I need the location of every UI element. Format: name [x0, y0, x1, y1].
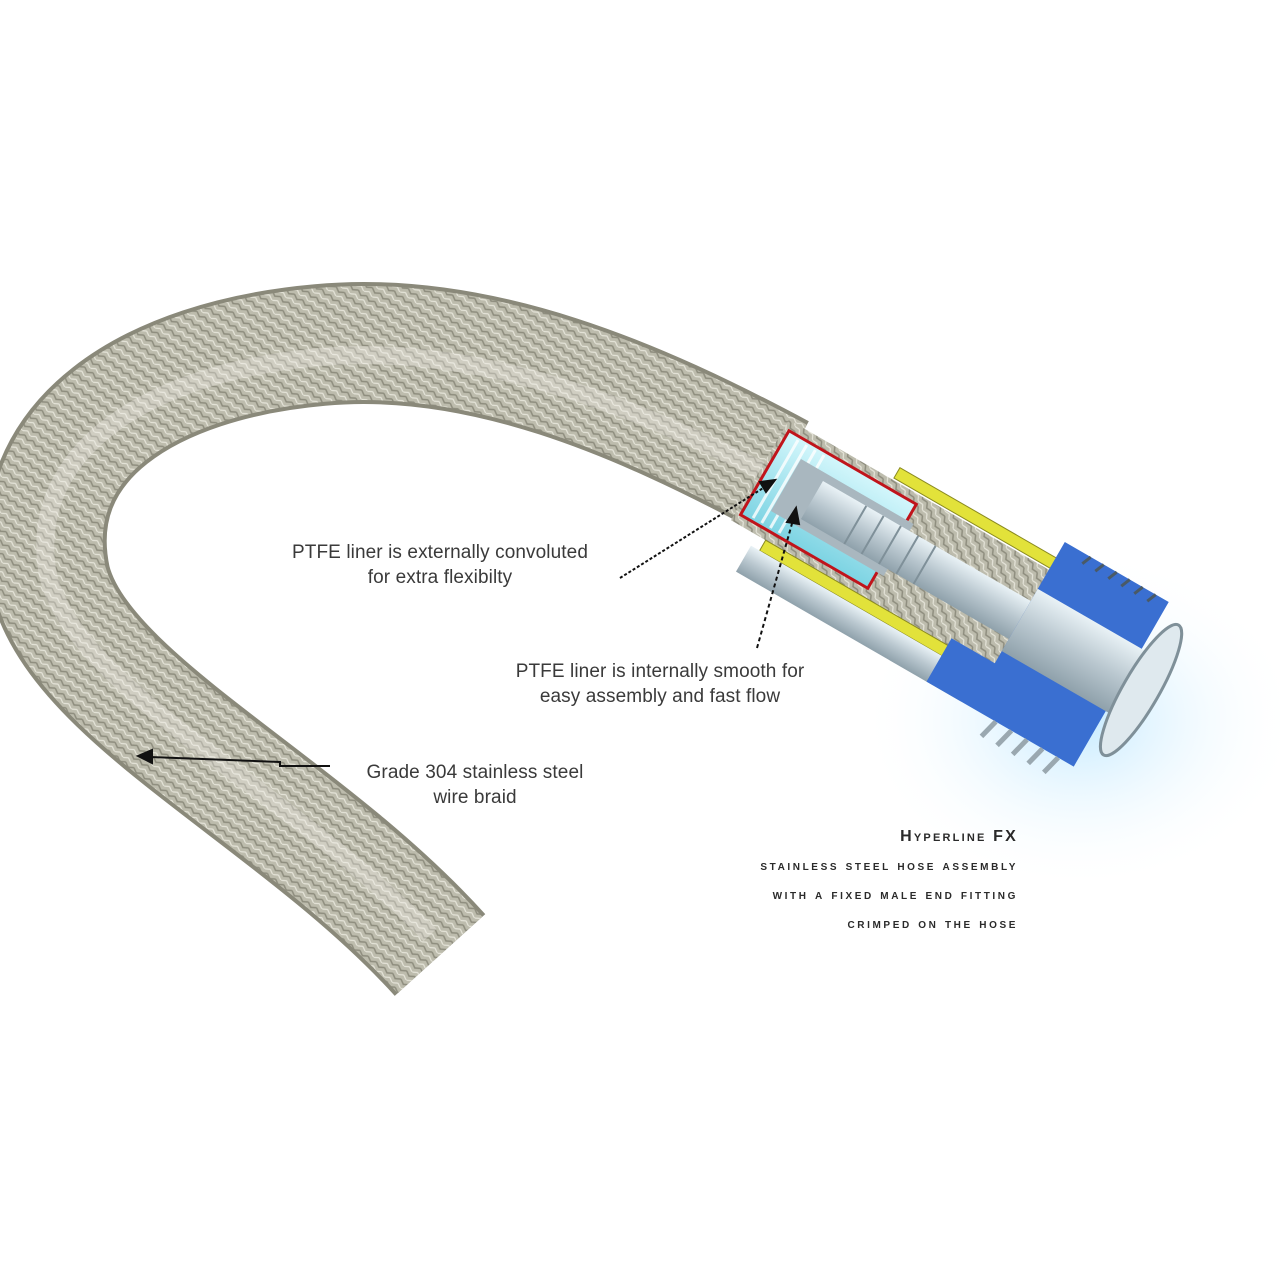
- callout-line: easy assembly and fast flow: [539, 686, 781, 707]
- callout-line: PTFE liner is externally convoluted: [291, 542, 588, 563]
- caption-line: with a fixed male end fitting: [772, 886, 1018, 902]
- callout-internal-smooth: PTFE liner is internally smooth for easy…: [475, 659, 845, 709]
- caption-line: stainless steel hose assembly: [760, 857, 1018, 873]
- callout-wire-braid: Grade 304 stainless steel wire braid: [335, 760, 615, 810]
- callout-line: PTFE liner is internally smooth for: [515, 661, 805, 682]
- arrow-internal-smooth: [756, 519, 794, 649]
- arrowhead-icon: [135, 748, 153, 765]
- arrow-wire-braid: [149, 756, 330, 767]
- product-caption: Hyperline FX stainless steel hose assemb…: [760, 822, 1018, 938]
- callout-external-convolution: PTFE liner is externally convoluted for …: [250, 540, 630, 590]
- callout-line: wire braid: [433, 787, 517, 808]
- braided-hose: [0, 281, 809, 997]
- arrowhead-icon: [785, 505, 801, 526]
- callout-line: for extra flexibilty: [367, 567, 513, 588]
- caption-line: crimped on the hose: [847, 915, 1018, 931]
- product-title: Hyperline FX: [900, 828, 1018, 845]
- arrow-external-convolution: [619, 484, 769, 579]
- liner-cutaway: [731, 419, 1184, 775]
- arrowhead-icon: [758, 478, 778, 494]
- callout-arrows: [135, 478, 801, 767]
- callout-line: Grade 304 stainless steel: [366, 762, 584, 783]
